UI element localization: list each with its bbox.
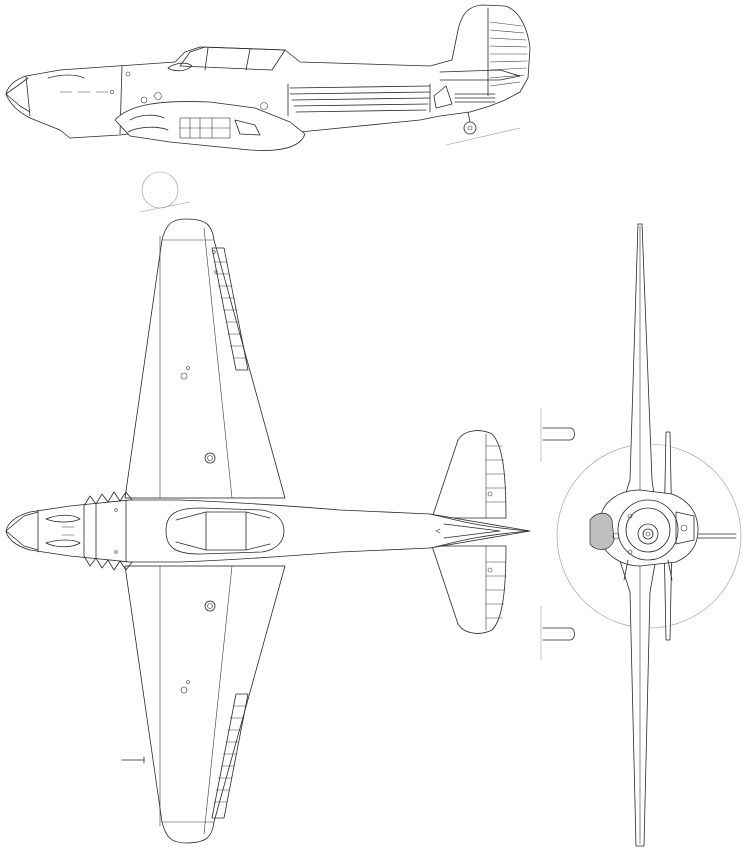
side-wing-root — [114, 101, 306, 151]
side-fuselage-stringers — [287, 83, 431, 117]
front-spinner — [637, 523, 659, 545]
top-view — [5, 218, 531, 844]
side-canopy — [179, 46, 286, 71]
top-tailplane-upper — [431, 430, 507, 519]
top-aileron-upper — [211, 247, 249, 371]
front-view — [540, 223, 742, 847]
top-wing-upper — [124, 218, 286, 499]
top-wing-lower — [124, 565, 286, 844]
side-tail-wheel — [463, 121, 477, 135]
side-main-wheel — [141, 171, 179, 209]
top-aileron-lower — [211, 693, 249, 819]
side-view — [5, 4, 531, 213]
top-canopy — [165, 507, 285, 555]
top-elevator-ribs — [485, 433, 507, 631]
side-rudder-ribs — [489, 21, 528, 87]
front-fuselage — [599, 489, 699, 567]
top-tailplane-lower — [431, 545, 507, 634]
top-exhaust-stacks — [83, 491, 133, 571]
